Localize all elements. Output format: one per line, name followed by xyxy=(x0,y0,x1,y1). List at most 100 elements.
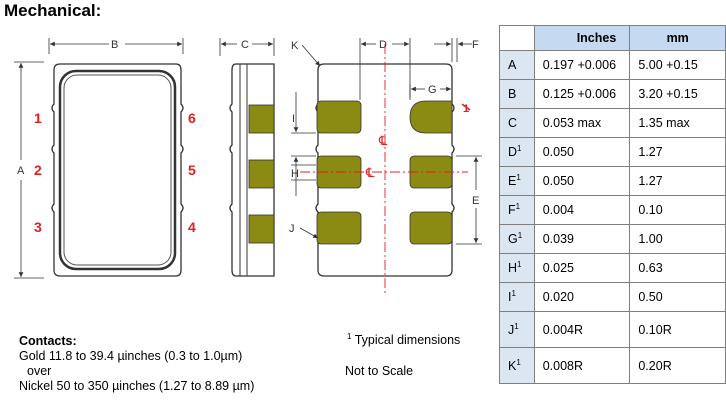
top-view-lid-inner xyxy=(63,74,172,266)
row-letter-text: D xyxy=(508,145,518,160)
row-letter-text: E xyxy=(508,174,517,189)
contacts-title: Contacts: xyxy=(19,334,77,348)
centerline-symbol-vertical: ℄ xyxy=(378,133,388,148)
table-header-row: Inches mm xyxy=(499,25,726,51)
row-inches: 0.050 xyxy=(533,137,631,167)
section-heading: Mechanical: xyxy=(4,1,102,20)
row-inches: 0.197 +0.006 xyxy=(533,50,631,80)
row-mm: 1.00 xyxy=(629,224,726,254)
typical-dimensions-note: 1 Typical dimensions xyxy=(347,332,460,347)
row-inches: 0.004 xyxy=(533,195,631,225)
side-view: C xyxy=(219,38,275,277)
header-letter xyxy=(499,25,535,51)
row-mm: 0.10 xyxy=(629,195,726,225)
top-view: B A 1 2 3 6 5 4 xyxy=(14,38,196,279)
row-footnote-mark: 1 xyxy=(516,173,521,183)
row-letter-text: H xyxy=(508,261,518,276)
row-footnote-mark: 1 xyxy=(517,260,522,270)
dim-f-label: F xyxy=(472,39,479,51)
row-inches: 0.053 max xyxy=(533,108,631,138)
bottom-pad-6-pin1 xyxy=(409,100,453,134)
dim-e-label: E xyxy=(472,195,479,207)
row-letter: F1 xyxy=(499,195,535,225)
row-inches: 0.125 +0.006 xyxy=(533,79,631,109)
dim-b-label: B xyxy=(111,39,118,51)
side-pad-2 xyxy=(248,159,275,189)
row-mm: 0.10R xyxy=(629,311,726,348)
bottom-view: ℄ ℄ 1 D F G E I H xyxy=(289,38,482,296)
pin-label-3: 3 xyxy=(34,219,42,235)
row-letter: D1 xyxy=(499,137,535,167)
row-mm: 1.35 max xyxy=(629,108,726,138)
row-letter-text: B xyxy=(508,87,517,102)
row-letter-text: F xyxy=(508,203,516,218)
row-mm: 1.27 xyxy=(629,137,726,167)
pin-label-1: 1 xyxy=(34,110,42,126)
row-letter: B xyxy=(499,79,535,109)
row-letter: E1 xyxy=(499,166,535,196)
dim-g-label: G xyxy=(428,84,437,96)
row-mm: 1.27 xyxy=(629,166,726,196)
row-inches: 0.020 xyxy=(533,282,631,312)
top-view-lid-outer xyxy=(58,69,177,271)
row-mm: 0.50 xyxy=(629,282,726,312)
bottom-pad-1 xyxy=(316,100,362,134)
row-mm: 0.20R xyxy=(629,347,726,384)
row-mm: 0.63 xyxy=(629,253,726,283)
dim-i-label: I xyxy=(292,113,295,125)
pin-label-6: 6 xyxy=(188,110,196,126)
row-letter: C xyxy=(499,108,535,138)
header-inches: Inches xyxy=(533,25,631,51)
pin1-marker: 1 xyxy=(463,103,469,115)
top-view-outline xyxy=(51,63,184,277)
row-letter-text: A xyxy=(508,58,517,73)
row-letter: H1 xyxy=(499,253,535,283)
pin-label-4: 4 xyxy=(188,219,196,235)
row-footnote-mark: 1 xyxy=(516,357,521,367)
row-letter-text: C xyxy=(508,116,518,131)
row-footnote-mark: 1 xyxy=(515,202,521,212)
row-mm: 5.00 +0.15 xyxy=(629,50,726,80)
row-letter: G1 xyxy=(499,224,535,254)
contacts-over: over xyxy=(27,364,52,378)
typical-mark: 1 xyxy=(347,332,352,341)
row-inches: 0.004R xyxy=(533,311,631,348)
row-letter-text: K xyxy=(508,359,517,374)
pin-label-5: 5 xyxy=(188,162,196,178)
row-letter: A xyxy=(499,50,535,80)
contacts-gold: Gold 11.8 to 39.4 µinches (0.3 to 1.0µm) xyxy=(19,349,243,363)
pin-label-2: 2 xyxy=(34,162,42,178)
header-mm: mm xyxy=(629,25,726,51)
row-inches: 0.039 xyxy=(533,224,631,254)
row-letter: K1 xyxy=(499,347,535,384)
row-mm: 3.20 +0.15 xyxy=(629,79,726,109)
bottom-pad-3 xyxy=(316,211,362,245)
centerline-symbol-horizontal: ℄ xyxy=(365,165,375,180)
row-letter: J1 xyxy=(499,311,535,348)
dim-d-label: D xyxy=(379,39,387,51)
dim-h-label: H xyxy=(291,168,299,180)
typical-text: Typical dimensions xyxy=(351,333,461,348)
row-letter-text: J xyxy=(508,323,515,338)
row-footnote-mark: 1 xyxy=(517,231,523,241)
row-inches: 0.050 xyxy=(533,166,631,196)
not-to-scale-note: Not to Scale xyxy=(345,364,414,378)
contacts-note: Contacts: Gold 11.8 to 39.4 µinches (0.3… xyxy=(19,334,254,394)
row-inches: 0.025 xyxy=(533,253,631,283)
dim-a-label: A xyxy=(17,165,25,177)
bottom-pad-4 xyxy=(409,211,453,245)
row-footnote-mark: 1 xyxy=(514,321,519,331)
row-letter-text: G xyxy=(508,232,518,247)
dim-c-label: C xyxy=(241,39,249,51)
row-letter: I1 xyxy=(499,282,535,312)
row-footnote-mark: 1 xyxy=(517,144,522,154)
